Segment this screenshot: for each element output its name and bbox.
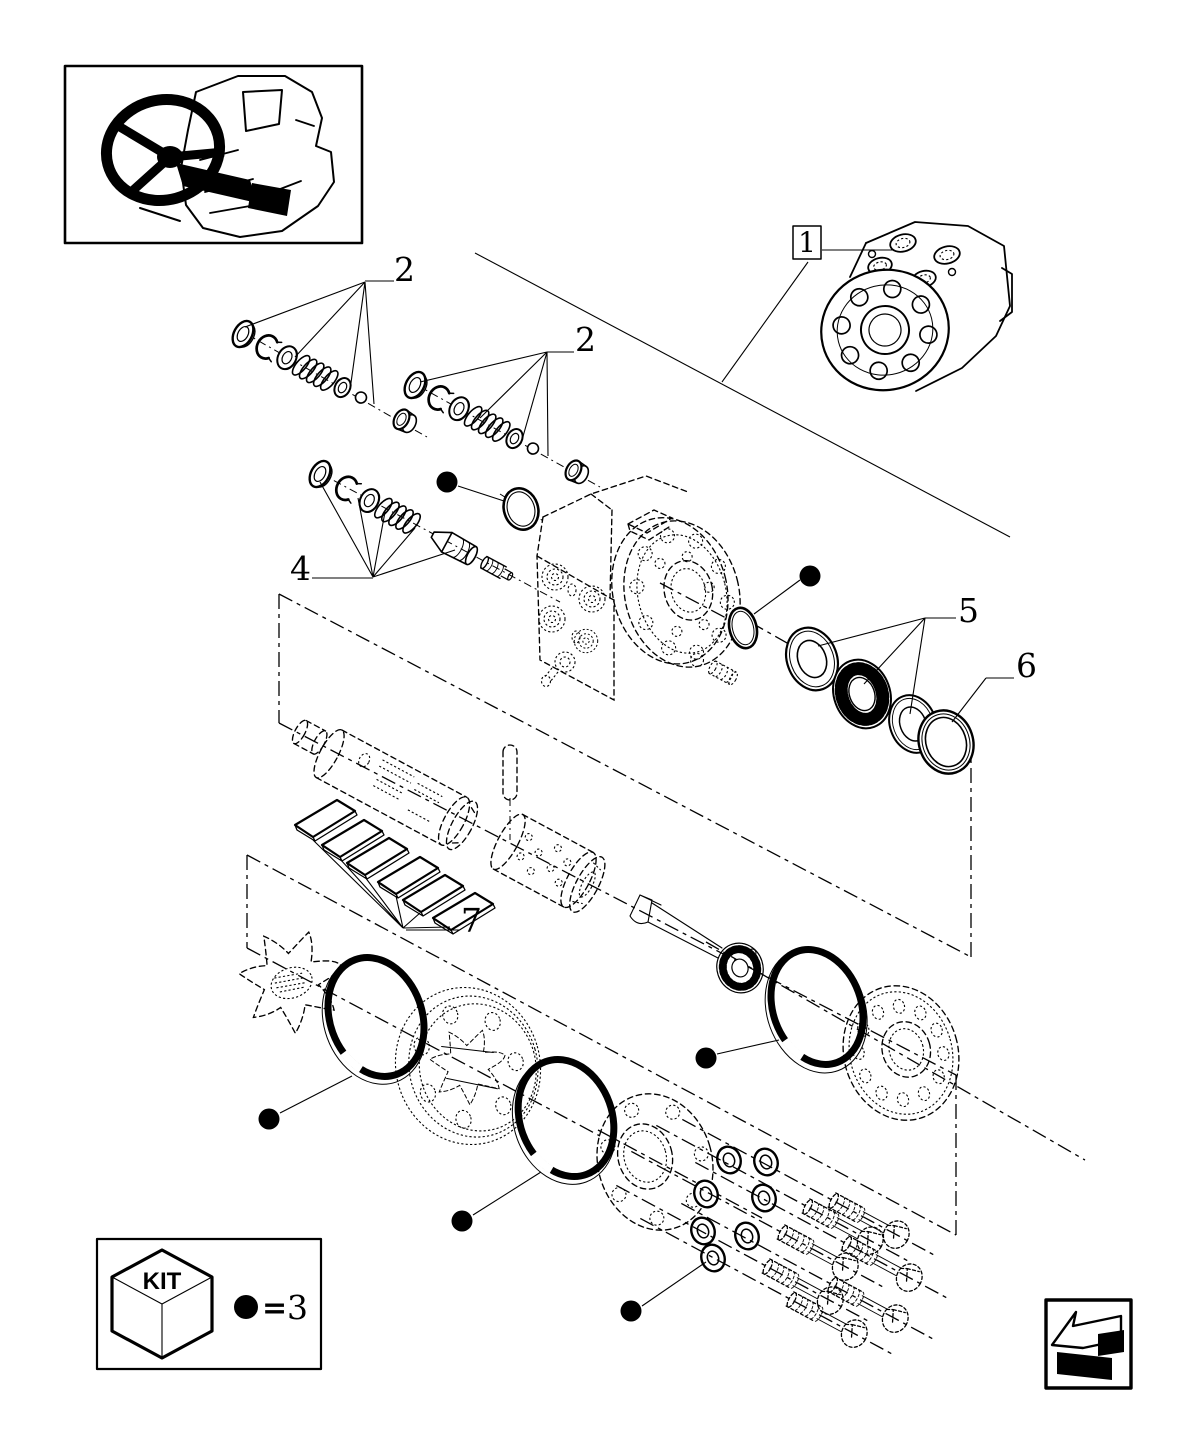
phantom-boundary-lines xyxy=(242,331,1086,1236)
callout-item-1[interactable]: 1 xyxy=(474,225,1011,538)
kit-marker-dot-5 xyxy=(451,1210,473,1232)
callout-item-2-top[interactable]: 2 xyxy=(244,250,415,405)
callout-4-label[interactable]: 4 xyxy=(290,549,311,588)
callout-item-6[interactable]: 6 xyxy=(951,646,1037,723)
kit-oring-mid xyxy=(451,1055,618,1232)
back-arrow-icon xyxy=(1050,1310,1124,1380)
valve-parts-group-2-top: 2 xyxy=(227,250,421,437)
end-cover-plate xyxy=(596,1093,714,1231)
kit-marker-dot-3 xyxy=(695,1047,717,1069)
valve-housing xyxy=(536,475,741,702)
steering-unit-assembly xyxy=(820,221,1013,392)
steering-wheel-icon xyxy=(100,94,226,206)
back-arrow-button[interactable] xyxy=(1044,1298,1133,1390)
kit-seal-gland xyxy=(436,471,540,531)
kit-oring-housing xyxy=(727,565,821,650)
valve-parts-group-4: 4 xyxy=(290,456,514,588)
callout-item-7[interactable]: 7 xyxy=(312,839,482,940)
kit-oring-front xyxy=(258,953,428,1130)
seal-ring-item6 xyxy=(917,709,975,775)
kit-equals-sign: = xyxy=(262,1291,287,1326)
centering-pin xyxy=(502,744,518,801)
callout-6-label[interactable]: 6 xyxy=(1016,646,1037,685)
kit-marker-dot-2 xyxy=(799,565,821,587)
leaf-spring-set: 7 xyxy=(293,798,497,940)
gerotor-star xyxy=(229,915,357,1045)
kit-marker-legend-dot xyxy=(234,1295,258,1319)
washer-set xyxy=(620,1142,783,1322)
kit-item-number: 3 xyxy=(287,1288,308,1327)
kit-marker-dot-1 xyxy=(436,471,458,493)
callout-1-label[interactable]: 1 xyxy=(798,226,816,259)
callout-item-4[interactable]: 4 xyxy=(290,481,456,588)
kit-cube-label: KIT xyxy=(143,1268,182,1295)
callout-5-label[interactable]: 5 xyxy=(958,591,979,630)
thrust-bearing-stack: 5 6 xyxy=(776,591,1037,775)
callout-2-top-label[interactable]: 2 xyxy=(394,250,415,289)
bolt-set xyxy=(609,1106,958,1369)
kit-marker-dot-6 xyxy=(620,1300,642,1322)
kit-marker-dot-4 xyxy=(258,1108,280,1130)
callout-7-label[interactable]: 7 xyxy=(461,901,482,940)
shaft-gear xyxy=(716,942,764,994)
callout-item-2-mid[interactable]: 2 xyxy=(419,320,596,457)
needle-bearing xyxy=(832,658,892,730)
location-thumbnail-box xyxy=(63,64,364,245)
kit-oring-rear xyxy=(695,945,868,1074)
control-sleeve xyxy=(291,719,518,851)
housing-bottom-plug xyxy=(540,651,576,688)
valve-parts-group-2-mid: 2 xyxy=(399,320,596,488)
kit-cube-icon: KIT xyxy=(110,1248,214,1360)
callout-2-mid-label[interactable]: 2 xyxy=(575,320,596,359)
drive-shaft xyxy=(629,894,764,994)
callout-item-5[interactable]: 5 xyxy=(817,591,979,715)
kit-legend-box: KIT = 3 xyxy=(95,1237,323,1371)
steering-column-thumbnail xyxy=(100,75,335,238)
